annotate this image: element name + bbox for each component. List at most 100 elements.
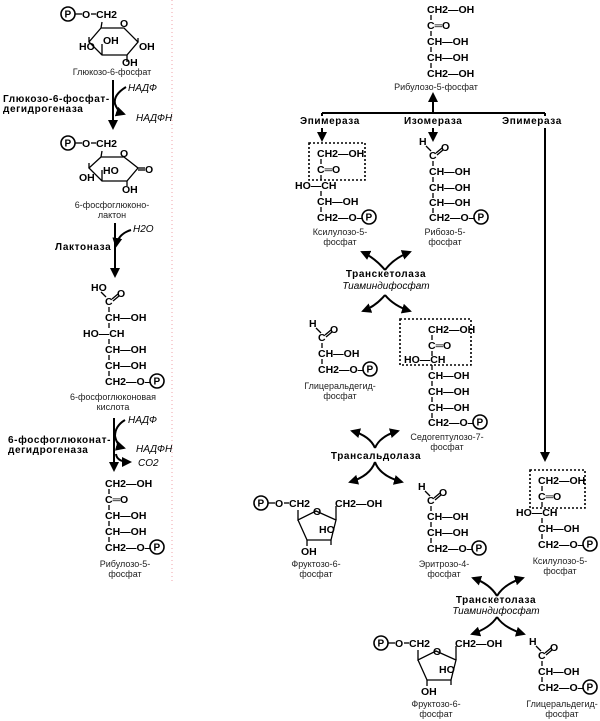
svg-text:CH2—O—: CH2—O— xyxy=(318,364,369,376)
glyceraldehyde-3-phosphate-2: H C O CH—OH CH2—O— P Глицеральдегид- фос… xyxy=(526,636,598,719)
svg-text:CH—OH: CH—OH xyxy=(538,523,579,535)
svg-text:CH2—O—: CH2—O— xyxy=(105,376,156,388)
svg-text:P: P xyxy=(587,683,594,694)
sedoheptulose-7-phosphate: CH2—OH C═O HO—CH CH—OH CH—OH CH—OH CH2—O… xyxy=(399,318,488,452)
compound-name: лактон xyxy=(98,210,126,220)
compound-name: фосфат xyxy=(428,237,461,247)
phosphate-icon: P xyxy=(472,414,488,430)
phosphate-icon: P xyxy=(253,495,269,511)
compound-name: Фруктозо-6- xyxy=(291,559,340,569)
svg-text:CH2—O—: CH2—O— xyxy=(429,212,480,224)
phosphate-icon: P xyxy=(149,373,165,389)
svg-text:H: H xyxy=(309,318,317,330)
enzyme-name: Транскетолаза xyxy=(456,595,536,606)
svg-text:OH: OH xyxy=(421,686,437,698)
phosphate-icon: P xyxy=(60,135,76,151)
svg-text:P: P xyxy=(258,499,265,510)
svg-text:CH—OH: CH—OH xyxy=(429,166,470,178)
svg-text:CH2—O—: CH2—O— xyxy=(538,682,589,694)
compound-name: фосфат xyxy=(545,709,578,719)
svg-text:CH2: CH2 xyxy=(96,9,117,21)
svg-text:CH—OH: CH—OH xyxy=(105,360,146,372)
ribulose-5-phosphate: CH2—OH C═O CH—OH CH—OH CH2—OH Рибулозо-5… xyxy=(394,4,478,92)
compound-name: Рибулозо-5-фосфат xyxy=(394,82,478,92)
svg-text:O: O xyxy=(330,324,338,336)
compound-name: Седогептулозо-7- xyxy=(410,432,483,442)
compound-name: фосфат xyxy=(323,237,356,247)
phosphate-icon: P xyxy=(582,536,598,552)
enzyme-name: Глюкозо-6-фосфат- xyxy=(3,93,110,105)
phosphate-icon: P xyxy=(60,6,76,22)
enzyme-name: Изомераза xyxy=(404,116,462,127)
cofactor-out: CO2 xyxy=(138,458,159,469)
compound-name: Ксилулозо-5- xyxy=(313,227,368,237)
svg-text:H: H xyxy=(419,136,427,148)
phosphate-icon: P xyxy=(362,361,378,377)
svg-text:O: O xyxy=(550,642,558,654)
cofactor-in: H2O xyxy=(133,224,154,235)
svg-text:CH—OH: CH—OH xyxy=(428,370,469,382)
svg-text:CH—OH: CH—OH xyxy=(428,402,469,414)
svg-text:CH—OH: CH—OH xyxy=(105,344,146,356)
svg-text:P: P xyxy=(587,540,594,551)
svg-text:CH—OH: CH—OH xyxy=(427,527,468,539)
svg-text:CH2—OH: CH2—OH xyxy=(427,68,474,80)
svg-text:CH2—O—: CH2—O— xyxy=(317,212,368,224)
svg-text:CH2—O—: CH2—O— xyxy=(538,539,589,551)
svg-text:C: C xyxy=(538,650,546,662)
compound-name: фосфат xyxy=(323,391,356,401)
svg-text:HO: HO xyxy=(319,524,335,536)
svg-text:CH2—OH: CH2—OH xyxy=(538,475,585,487)
svg-text:CH2—OH: CH2—OH xyxy=(335,498,382,510)
phosphate-icon: P xyxy=(471,540,487,556)
step-transketolase-2: Транскетолаза Тиаминдифосфат xyxy=(452,575,540,637)
compound-name: фосфат xyxy=(427,569,460,579)
enzyme-name: дегидрогеназа xyxy=(8,445,88,456)
compound-name: Глицеральдегид- xyxy=(304,381,375,391)
svg-text:C: C xyxy=(105,296,113,308)
svg-text:O: O xyxy=(120,18,128,30)
enzyme-name: Лактоназа xyxy=(55,242,111,253)
enzyme-name: Транскетолаза xyxy=(346,269,426,280)
6-phosphogluconolactone: P O CH2 O O OH HO OH 6-фосфоглюконо- лак… xyxy=(60,135,153,220)
svg-text:CH—OH: CH—OH xyxy=(429,197,470,209)
svg-text:HO: HO xyxy=(79,41,95,53)
svg-text:CH—OH: CH—OH xyxy=(427,36,468,48)
svg-text:OH: OH xyxy=(122,57,138,69)
enzyme-name: Трансальдолаза xyxy=(331,451,421,462)
glyceraldehyde-3-phosphate: H C O CH—OH CH2—O— P Глицеральдегид- фос… xyxy=(304,318,378,401)
svg-text:O: O xyxy=(395,638,403,650)
svg-text:P: P xyxy=(65,139,72,150)
svg-text:O: O xyxy=(117,288,125,300)
svg-text:O: O xyxy=(433,646,441,658)
compound-name: Ксилулозо-5- xyxy=(533,556,588,566)
phosphate-icon: P xyxy=(361,209,377,225)
cofactor-in: НАДФ xyxy=(128,415,157,426)
svg-text:OH: OH xyxy=(139,41,155,53)
svg-text:CH—OH: CH—OH xyxy=(429,182,470,194)
svg-text:CH2: CH2 xyxy=(96,138,117,150)
svg-text:CH—OH: CH—OH xyxy=(105,312,146,324)
compound-name: Глицеральдегид- xyxy=(526,699,597,709)
svg-text:O: O xyxy=(120,148,128,160)
svg-text:O: O xyxy=(439,487,447,499)
step-6-phosphogluconate-dehydrogenase: НАДФ НАДФН CO2 6-фосфоглюконат- дегидрог… xyxy=(8,415,173,472)
phosphate-icon: P xyxy=(582,679,598,695)
compound-name: Глюкозо-6-фосфат xyxy=(73,67,152,77)
cofactor-out: НАДФН xyxy=(136,444,173,455)
svg-text:HO—CH: HO—CH xyxy=(516,507,557,519)
svg-text:P: P xyxy=(476,544,483,555)
svg-text:P: P xyxy=(378,639,385,650)
compound-name: фосфат xyxy=(108,569,141,579)
svg-text:OH: OH xyxy=(122,184,138,196)
svg-text:CH—OH: CH—OH xyxy=(105,510,146,522)
svg-text:CH2—OH: CH2—OH xyxy=(317,148,364,160)
svg-text:CH2: CH2 xyxy=(289,498,310,510)
svg-text:C═O: C═O xyxy=(538,491,561,503)
svg-text:C: C xyxy=(429,150,437,162)
ribose-5-phosphate: H C O CH—OH CH—OH CH—OH CH2—O— P Рибозо-… xyxy=(419,136,489,247)
svg-text:O: O xyxy=(82,9,90,21)
6-phosphogluconate: HO C O CH—OH HO—CH CH—OH CH—OH CH2—O— P … xyxy=(70,282,165,412)
svg-text:CH2—O—: CH2—O— xyxy=(105,542,156,554)
svg-text:C═O: C═O xyxy=(427,20,450,32)
